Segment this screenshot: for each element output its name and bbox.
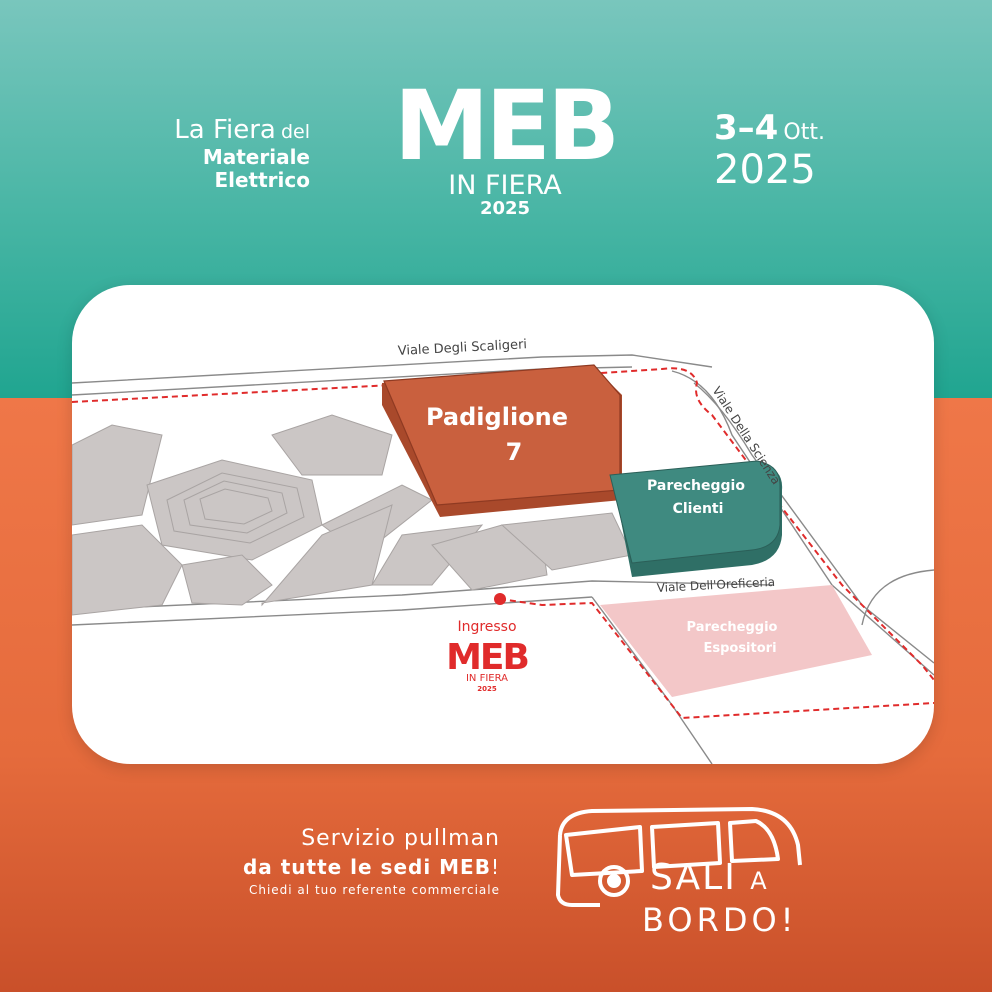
street-label-top: Viale Degli Scaligeri	[397, 337, 527, 359]
service-line2: da tutte le sedi MEB!	[150, 855, 500, 879]
service-line2-end: !	[490, 855, 500, 879]
tagline-connector: del	[280, 121, 310, 143]
tagline-line2: Materiale	[202, 144, 310, 169]
bus-service-info: Servizio pullman da tutte le sedi MEB! C…	[150, 826, 500, 897]
service-line3: Chiedi al tuo referente commerciale	[248, 883, 500, 897]
bus-slogan-line1: SALI A	[650, 857, 769, 898]
logo-sub: IN FIERA	[448, 170, 562, 201]
entrance-label: Ingresso	[457, 619, 516, 635]
tagline-line3: Elettrico	[214, 167, 310, 192]
pavilion-label-2: 7	[506, 438, 523, 466]
map-drawing: Padiglione 7 Parecheggio Clienti Pareche…	[72, 337, 934, 764]
entrance-logo-sub: IN FIERA	[466, 673, 508, 684]
bus-icon	[552, 805, 812, 945]
parking-exhibitors-label-2: Espositori	[703, 641, 776, 656]
tagline: La Fiera del Materiale Elettrico	[110, 115, 310, 192]
date-year: 2025	[714, 147, 816, 193]
parking-clients-label-1: Parecheggio	[647, 478, 745, 494]
parking-clients-label-2: Clienti	[673, 501, 724, 517]
bus-slogan-a: A	[750, 867, 769, 895]
entrance-logo-main: MEB	[446, 637, 528, 678]
meb-logo: MEB IN FIERA 2025	[370, 78, 640, 219]
street-label-bottom: Viale Dell'Oreficeria	[656, 575, 775, 595]
stepped-building-lines	[166, 472, 305, 544]
entrance-logo-year: 2025	[477, 685, 497, 693]
surrounding-buildings	[72, 414, 633, 616]
logo-main: MEB	[393, 70, 620, 182]
logo-year: 2025	[479, 198, 531, 219]
route-dashed	[72, 367, 934, 720]
bus-slogan-sali: SALI	[650, 857, 737, 898]
service-line1: Servizio pullman	[301, 826, 500, 851]
pavilion-label-1: Padiglione	[426, 403, 568, 431]
event-date: 3–4 Ott. 2025	[714, 108, 825, 192]
parking-exhibitors-label-1: Parecheggio	[687, 620, 778, 635]
parking-exhibitors: Parecheggio Espositori	[600, 585, 872, 697]
venue-map: Padiglione 7 Parecheggio Clienti Pareche…	[72, 285, 934, 764]
entrance-dot	[494, 593, 506, 605]
tagline-prefix: La Fiera	[174, 115, 276, 145]
date-days: 3–4	[714, 108, 779, 148]
entrance-marker: Ingresso MEB IN FIERA 2025	[446, 593, 530, 693]
bus-slogan-line2: BORDO!	[642, 901, 798, 939]
date-month: Ott.	[783, 120, 825, 145]
pavilion-7: Padiglione 7	[382, 364, 622, 517]
parking-clients: Parecheggio Clienti	[609, 460, 783, 577]
service-line2-bold: da tutte le sedi MEB	[242, 855, 491, 879]
